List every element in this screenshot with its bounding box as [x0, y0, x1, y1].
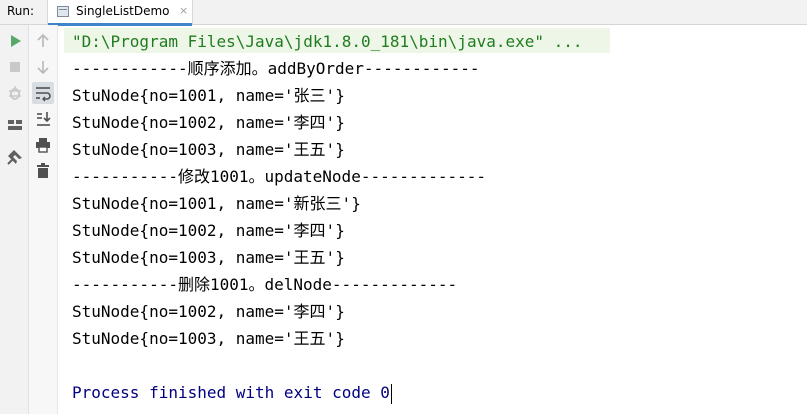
java-file-icon	[57, 6, 69, 17]
print-icon[interactable]	[33, 135, 53, 155]
console-line: StuNode{no=1003, name='王五'}	[72, 329, 345, 348]
text-caret	[390, 383, 392, 404]
console-line: -----------修改1001。updateNode------------…	[72, 167, 487, 186]
console-line: ------------顺序添加。addByOrder------------	[72, 59, 480, 78]
run-toolbar-left	[0, 25, 29, 414]
trash-icon[interactable]	[33, 161, 53, 181]
command-line-highlight	[64, 28, 610, 53]
console-line: StuNode{no=1002, name='李四'}	[72, 302, 345, 321]
console-line: StuNode{no=1002, name='李四'}	[72, 113, 345, 132]
exit-message: Process finished with exit code 0	[72, 383, 390, 402]
debug-icon[interactable]	[5, 83, 25, 103]
run-tool-window-header: Run: SingleListDemo ×	[0, 0, 807, 26]
console-line: StuNode{no=1003, name='王五'}	[72, 248, 345, 267]
up-arrow-icon[interactable]	[33, 31, 53, 51]
exit-message-line: Process finished with exit code 0	[72, 379, 392, 406]
run-toolbar-right	[29, 25, 58, 414]
console-line: StuNode{no=1001, name='张三'}	[72, 86, 345, 105]
stop-icon[interactable]	[5, 57, 25, 77]
layout-icon[interactable]	[5, 115, 25, 135]
close-icon[interactable]: ×	[179, 4, 189, 17]
run-label: Run:	[7, 4, 35, 18]
console-line: StuNode{no=1002, name='李四'}	[72, 221, 345, 240]
pin-icon[interactable]	[5, 147, 25, 167]
console-output[interactable]: "D:\Program Files\Java\jdk1.8.0_181\bin\…	[58, 25, 807, 414]
console-line: -----------删除1001。delNode-------------	[72, 275, 458, 294]
run-tab-singlelistdemo[interactable]: SingleListDemo ×	[47, 0, 193, 26]
command-line[interactable]: "D:\Program Files\Java\jdk1.8.0_181\bin\…	[72, 32, 583, 51]
run-tab-label: SingleListDemo	[76, 4, 170, 18]
down-arrow-icon[interactable]	[33, 57, 53, 77]
console-line: StuNode{no=1001, name='新张三'}	[72, 194, 361, 213]
console-line: StuNode{no=1003, name='王五'}	[72, 140, 345, 159]
scroll-to-end-icon[interactable]	[33, 109, 53, 129]
rerun-icon[interactable]	[5, 31, 25, 51]
soft-wrap-icon[interactable]	[32, 82, 54, 104]
